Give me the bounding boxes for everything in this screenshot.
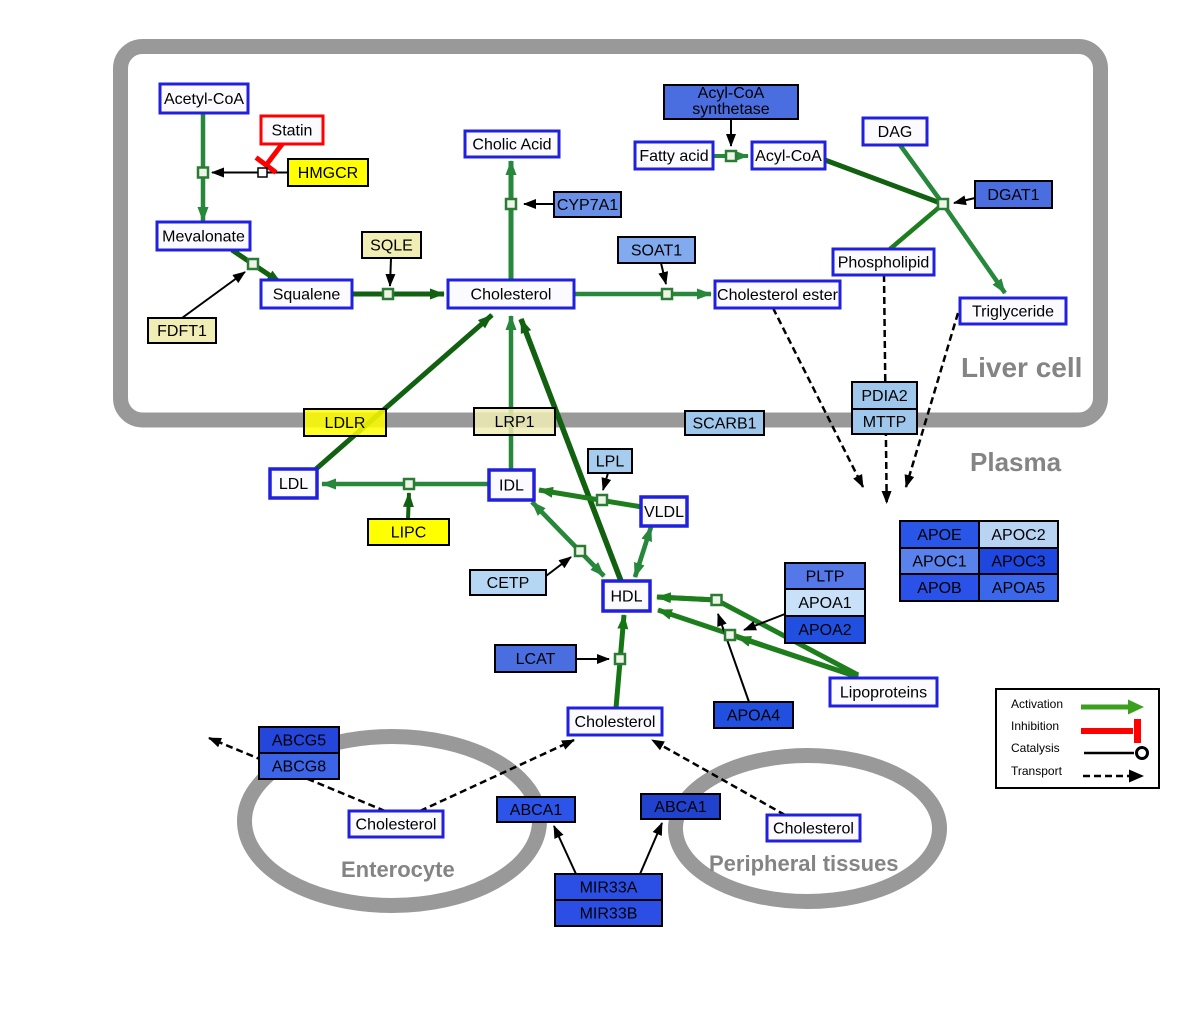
svg-text:MTTP: MTTP bbox=[863, 414, 907, 431]
svg-text:Lipoproteins: Lipoproteins bbox=[840, 685, 927, 702]
svg-text:Triglyceride: Triglyceride bbox=[972, 304, 1054, 321]
svg-text:Mevalonate: Mevalonate bbox=[162, 229, 245, 246]
svg-text:IDL: IDL bbox=[499, 478, 524, 495]
svg-text:APOC3: APOC3 bbox=[991, 554, 1045, 571]
svg-text:Cholesterol: Cholesterol bbox=[471, 287, 552, 304]
svg-text:SCARB1: SCARB1 bbox=[692, 416, 756, 433]
svg-text:APOB: APOB bbox=[917, 580, 961, 597]
svg-text:SOAT1: SOAT1 bbox=[631, 243, 682, 260]
svg-text:CYP7A1: CYP7A1 bbox=[557, 197, 618, 214]
svg-text:LRP1: LRP1 bbox=[494, 414, 534, 431]
svg-text:DAG: DAG bbox=[878, 124, 913, 141]
svg-text:LDLR: LDLR bbox=[325, 415, 366, 432]
svg-text:Enterocyte: Enterocyte bbox=[341, 857, 455, 882]
svg-text:Plasma: Plasma bbox=[970, 447, 1062, 477]
svg-text:HDL: HDL bbox=[610, 589, 642, 606]
svg-text:ABCG5: ABCG5 bbox=[272, 733, 326, 750]
svg-text:HMGCR: HMGCR bbox=[298, 165, 358, 182]
svg-text:Squalene: Squalene bbox=[273, 287, 341, 304]
svg-text:VLDL: VLDL bbox=[644, 504, 684, 521]
svg-text:Cholesterol: Cholesterol bbox=[773, 821, 854, 838]
svg-text:ABCA1: ABCA1 bbox=[510, 802, 563, 819]
svg-text:Liver cell: Liver cell bbox=[961, 352, 1082, 383]
svg-text:LPL: LPL bbox=[596, 454, 625, 471]
svg-text:synthetase: synthetase bbox=[692, 101, 769, 118]
svg-text:Statin: Statin bbox=[272, 123, 313, 140]
svg-text:LIPC: LIPC bbox=[391, 525, 427, 542]
svg-text:MIR33B: MIR33B bbox=[580, 906, 638, 923]
svg-text:APOE: APOE bbox=[917, 527, 961, 544]
svg-text:Acyl-CoA: Acyl-CoA bbox=[698, 85, 765, 102]
svg-text:ABCG8: ABCG8 bbox=[272, 759, 326, 776]
svg-text:APOA2: APOA2 bbox=[798, 622, 851, 639]
svg-text:Cholesterol ester: Cholesterol ester bbox=[717, 287, 839, 304]
svg-text:LCAT: LCAT bbox=[516, 651, 556, 668]
svg-text:LDL: LDL bbox=[279, 476, 308, 493]
svg-text:Transport: Transport bbox=[1011, 764, 1063, 778]
svg-text:Fatty acid: Fatty acid bbox=[639, 148, 708, 165]
svg-text:CETP: CETP bbox=[487, 575, 530, 592]
svg-text:FDFT1: FDFT1 bbox=[157, 323, 207, 340]
svg-text:APOA1: APOA1 bbox=[798, 595, 851, 612]
svg-text:ABCA1: ABCA1 bbox=[654, 799, 707, 816]
svg-text:APOC1: APOC1 bbox=[912, 554, 966, 571]
svg-text:APOA5: APOA5 bbox=[992, 580, 1045, 597]
svg-text:Cholic Acid: Cholic Acid bbox=[472, 137, 551, 154]
svg-text:PDIA2: PDIA2 bbox=[861, 388, 907, 405]
svg-text:Activation: Activation bbox=[1011, 697, 1063, 711]
svg-text:Peripheral tissues: Peripheral tissues bbox=[709, 851, 899, 876]
svg-text:Phospholipid: Phospholipid bbox=[838, 255, 930, 272]
svg-text:DGAT1: DGAT1 bbox=[987, 187, 1039, 204]
svg-text:MIR33A: MIR33A bbox=[580, 880, 638, 897]
svg-text:SQLE: SQLE bbox=[370, 238, 413, 255]
svg-text:Inhibition: Inhibition bbox=[1011, 719, 1059, 733]
svg-text:APOC2: APOC2 bbox=[991, 527, 1045, 544]
svg-text:Acetyl-CoA: Acetyl-CoA bbox=[164, 91, 244, 108]
svg-text:Cholesterol: Cholesterol bbox=[575, 714, 656, 731]
svg-text:Cholesterol: Cholesterol bbox=[356, 817, 437, 834]
svg-text:Catalysis: Catalysis bbox=[1011, 741, 1060, 755]
svg-text:PLTP: PLTP bbox=[806, 569, 845, 586]
svg-text:APOA4: APOA4 bbox=[727, 708, 780, 725]
svg-text:Acyl-CoA: Acyl-CoA bbox=[755, 148, 822, 165]
